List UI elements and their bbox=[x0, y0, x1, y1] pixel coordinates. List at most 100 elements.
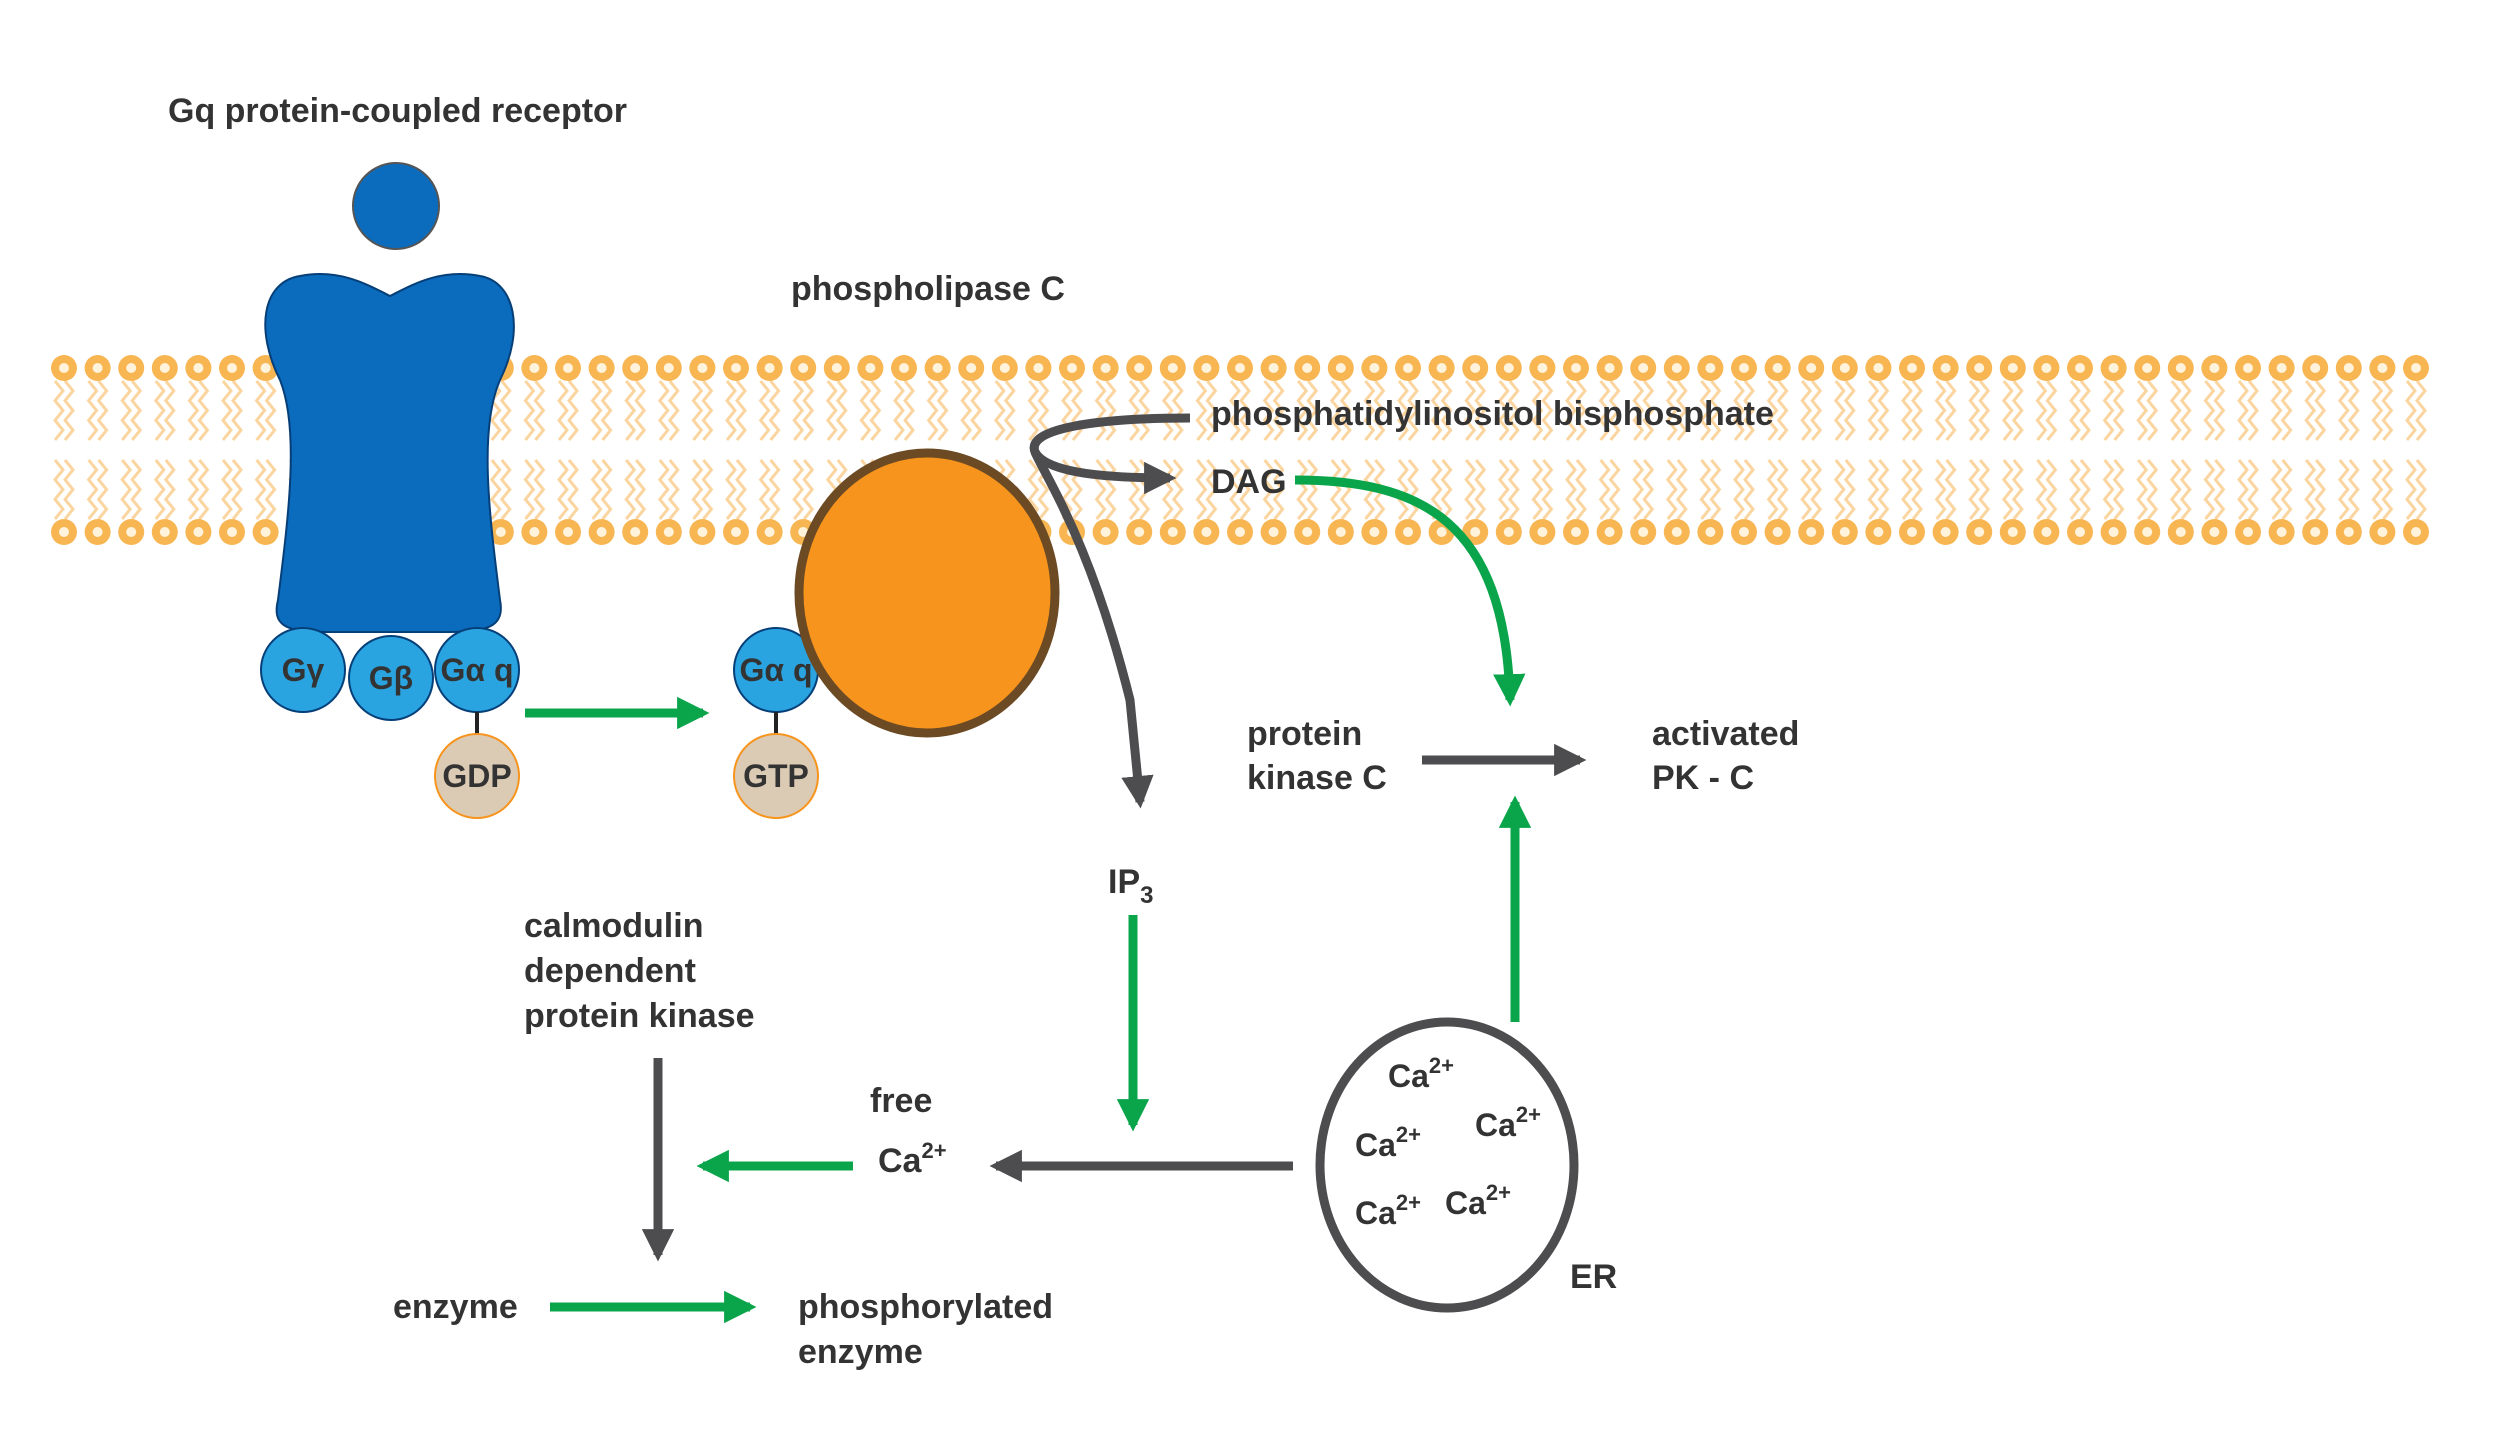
lipid-tail bbox=[1776, 459, 1789, 520]
lipid-tail bbox=[936, 380, 949, 441]
lipid-tail bbox=[1565, 459, 1577, 520]
lipid-tail bbox=[1565, 380, 1577, 441]
lipid-tail bbox=[1195, 459, 1208, 520]
lipid-tail bbox=[735, 459, 747, 520]
phospholipase-c-label: phospholipase C bbox=[791, 270, 1065, 308]
lipid-tail bbox=[1296, 459, 1309, 520]
lipid-head-core bbox=[1806, 527, 1817, 537]
lipid-tail bbox=[1699, 380, 1712, 441]
lipid-head-core bbox=[1638, 527, 1649, 537]
lipid-head-core bbox=[1470, 363, 1481, 373]
lipid-tail bbox=[701, 380, 714, 441]
pip2-label: phosphatidylinositol bisphosphate bbox=[1211, 395, 1774, 433]
lipid-head-core bbox=[529, 527, 540, 537]
lipid-tail bbox=[1608, 380, 1621, 441]
lipid-tail bbox=[667, 459, 680, 520]
lipid-tail bbox=[1575, 459, 1587, 520]
lipid-head-core bbox=[2007, 363, 2018, 373]
lipid-head-core bbox=[1604, 363, 1615, 373]
lipid-tail bbox=[1229, 459, 1241, 520]
lipid-head-core bbox=[59, 527, 69, 537]
free-label: free bbox=[870, 1082, 932, 1120]
lipid-tail bbox=[1877, 459, 1890, 520]
lipid-tail bbox=[2371, 380, 2384, 441]
lipid-tail bbox=[2169, 459, 2182, 520]
lipid-tail bbox=[86, 459, 99, 520]
lipid-head-core bbox=[1537, 363, 1548, 373]
lipid-head-core bbox=[1033, 363, 1044, 373]
g-beta-subunit bbox=[348, 635, 434, 721]
lipid-tail bbox=[1978, 380, 1991, 441]
lipid-head-core bbox=[2377, 527, 2388, 537]
lipid-tail bbox=[1968, 459, 1981, 520]
lipid-tail bbox=[533, 380, 546, 441]
lipid-tail bbox=[1843, 459, 1856, 520]
er-ca-5-charge: 2+ bbox=[1486, 1180, 1511, 1205]
lipid-tail bbox=[2045, 459, 2058, 520]
lipid-tail bbox=[2371, 459, 2384, 520]
lipid-head-core bbox=[731, 527, 741, 537]
lipid-head-core bbox=[1403, 363, 1413, 373]
lipid-tail bbox=[1329, 459, 1342, 520]
receptor-label: Gq protein-coupled receptor bbox=[168, 92, 627, 130]
lipid-tail bbox=[1507, 459, 1520, 520]
lipid-tail bbox=[86, 380, 99, 441]
lipid-head-core bbox=[1604, 527, 1615, 537]
lipid-head-core bbox=[1302, 363, 1313, 373]
lipid-tail bbox=[2146, 380, 2159, 441]
lipid-tail bbox=[2045, 380, 2058, 441]
lipid-head-core bbox=[193, 527, 204, 537]
er-ca-4-charge: 2+ bbox=[1396, 1190, 1421, 1215]
lipid-head-core bbox=[798, 527, 809, 537]
lipid-head-core bbox=[1100, 363, 1111, 373]
lipid-head-core bbox=[2075, 527, 2085, 537]
phospholipase-c bbox=[794, 448, 1060, 738]
lipid-head-core bbox=[1436, 527, 1447, 537]
lipid-head-core bbox=[1571, 363, 1581, 373]
lipid-tail bbox=[1632, 380, 1645, 441]
lipid-tail bbox=[825, 380, 838, 441]
lipid-tail bbox=[1776, 380, 1789, 441]
lipid-head-core bbox=[1907, 363, 1917, 373]
receptor bbox=[264, 162, 515, 633]
lipid-tail bbox=[163, 459, 176, 520]
lipid-tail bbox=[1239, 459, 1251, 520]
lipid-tail bbox=[130, 380, 143, 441]
endoplasmic-reticulum bbox=[1315, 1017, 1579, 1313]
lipid-tail bbox=[1094, 380, 1107, 441]
lipid-tail bbox=[802, 380, 815, 441]
lipid-head-core bbox=[227, 363, 237, 373]
lipid-head-core bbox=[899, 363, 909, 373]
lipid-tail bbox=[1867, 380, 1880, 441]
er-ca-2: Ca bbox=[1355, 1127, 1396, 1163]
lipid-head-core bbox=[2108, 363, 2119, 373]
lipid-tail bbox=[624, 459, 637, 520]
er-calcium-ion: Ca2+ bbox=[1445, 1180, 1511, 1221]
lipid-tail bbox=[1027, 459, 1040, 520]
g-alpha-q-active-label: Gα q bbox=[740, 652, 813, 688]
lipid-head-core bbox=[1671, 363, 1682, 373]
lipid-tail bbox=[2304, 380, 2317, 441]
lipid-head-core bbox=[1638, 363, 1649, 373]
lipid-tail bbox=[2304, 459, 2317, 520]
lipid-tail bbox=[120, 380, 133, 441]
lipid-tail bbox=[2102, 380, 2115, 441]
lipid-tail bbox=[1272, 459, 1285, 520]
lipid-head-core bbox=[1167, 363, 1178, 373]
lipid-tail bbox=[1944, 459, 1957, 520]
lipid-tail bbox=[1497, 380, 1510, 441]
lipid-tail bbox=[1911, 380, 1923, 441]
lipid-head-core bbox=[1806, 363, 1817, 373]
lipid-head-core bbox=[227, 527, 237, 537]
er-calcium-ion: Ca2+ bbox=[1475, 1102, 1541, 1143]
lipid-tail bbox=[1743, 380, 1755, 441]
lipid-head-core bbox=[1671, 527, 1682, 537]
lipid-head-core bbox=[2276, 527, 2287, 537]
lipid-tail bbox=[1733, 380, 1745, 441]
activated-pkc-label-line1: activated bbox=[1652, 715, 1799, 753]
g-beta-label: Gβ bbox=[369, 660, 413, 696]
lipid-tail bbox=[1733, 459, 1745, 520]
gdp-molecule bbox=[434, 733, 520, 819]
lipid-tail bbox=[802, 459, 815, 520]
lipid-tail bbox=[254, 459, 267, 520]
